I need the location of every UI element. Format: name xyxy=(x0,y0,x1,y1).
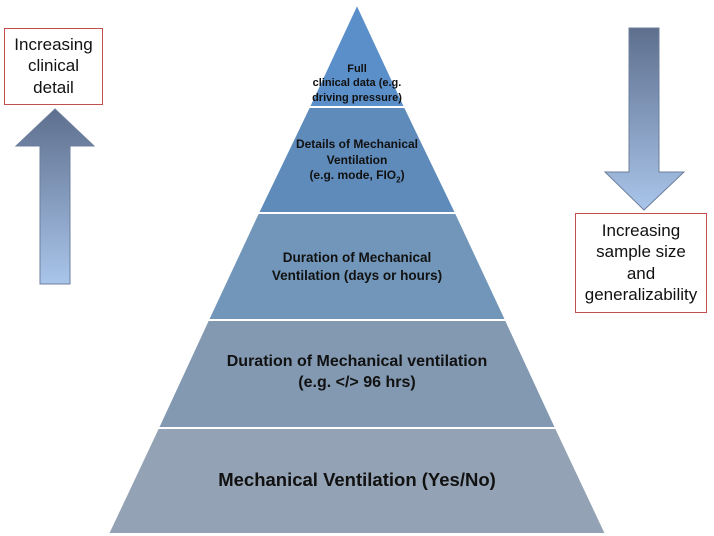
tier-2-line-3-suffix: ) xyxy=(400,168,405,183)
tier-2-line-1: Details of Mechanical xyxy=(295,137,419,151)
sample-size-callout: Increasing sample size and generalizabil… xyxy=(575,213,707,313)
tier-1-line-2: clinical data (e.g. xyxy=(312,77,402,90)
tier-5-label: Mechanical Ventilation (Yes/No) xyxy=(0,468,714,492)
tier-4-line-1: Duration of Mechanical ventilation xyxy=(226,353,488,370)
tier-1-line-1: Full xyxy=(347,63,367,75)
tier-5-line-1: Mechanical Ventilation (Yes/No) xyxy=(218,469,496,490)
callout-right-line-4: generalizability xyxy=(584,284,698,304)
up-arrow-icon xyxy=(14,108,96,285)
down-arrow-icon xyxy=(603,27,686,211)
tier-2-line-2: Ventilation xyxy=(326,152,388,167)
tier-3-label: Duration of Mechanical Ventilation (days… xyxy=(0,249,714,284)
tier-1-line-3: driving pressure) xyxy=(312,91,402,104)
tier-4-line-2: (e.g. </> 96 hrs) xyxy=(298,373,416,391)
clinical-detail-callout: Increasing clinical detail xyxy=(4,28,103,105)
tier-2-line-3-subscript: 2 xyxy=(396,175,401,185)
callout-right-line-2: sample size xyxy=(596,242,686,262)
tier-2-line-3-prefix: (e.g. mode, FIO xyxy=(309,168,397,183)
tier-2-line-3: (e.g. mode, FIO2) xyxy=(0,168,714,186)
tier-2-label: Details of Mechanical Ventilation (e.g. … xyxy=(0,137,714,186)
callout-left-line-3: detail xyxy=(33,77,74,97)
tier-3-line-2: Ventilation (days or hours) xyxy=(271,267,443,283)
callout-left-line-1: Increasing xyxy=(14,35,93,54)
pyramid-tier-5 xyxy=(106,427,608,535)
callout-right-line-3: and xyxy=(626,263,656,283)
tier-1-label: Full clinical data (e.g. driving pressur… xyxy=(0,62,714,105)
callout-right-line-1: Increasing xyxy=(601,221,681,240)
tier-3-line-1: Duration of Mechanical xyxy=(282,250,432,265)
tier-4-label: Duration of Mechanical ventilation (e.g.… xyxy=(0,352,714,394)
callout-left-line-2: clinical xyxy=(27,56,80,76)
